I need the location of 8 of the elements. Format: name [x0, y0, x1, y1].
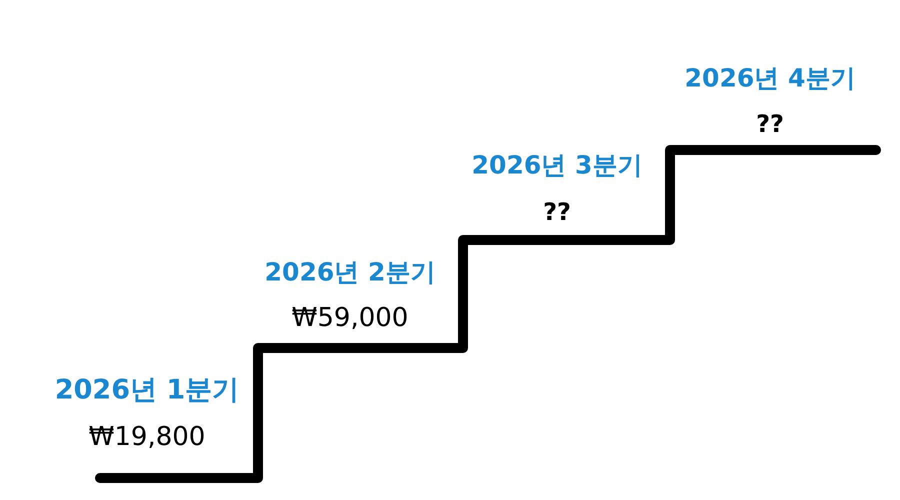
period-heading: 2026년 2분기 [264, 260, 436, 284]
unknown-price-text: ?? [543, 200, 571, 224]
period-heading: 2026년 3분기 [472, 152, 642, 178]
period-heading: 2026년 1분기 [54, 376, 240, 404]
period-heading: 2026년 4분기 [684, 66, 856, 90]
unknown-price-text: ?? [756, 112, 784, 136]
price-text: ₩19,800 [88, 424, 206, 450]
price-text: ₩59,000 [292, 305, 408, 331]
